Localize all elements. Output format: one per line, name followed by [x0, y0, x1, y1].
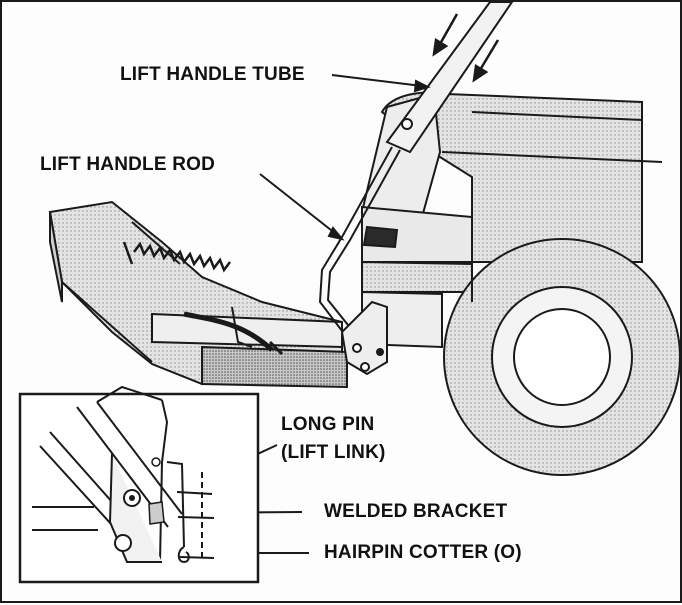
label-lift-handle-rod: LIFT HANDLE ROD	[40, 154, 216, 175]
label-welded-bracket: WELDED BRACKET	[324, 501, 508, 522]
spring	[122, 241, 231, 273]
label-long-pin: LONG PIN	[281, 414, 375, 435]
lift-handle-tube	[385, 2, 514, 154]
detail-inset	[18, 385, 260, 584]
label-lift-handle-tube: LIFT HANDLE TUBE	[120, 64, 305, 85]
label-lift-link: (LIFT LINK)	[281, 442, 386, 463]
rod-bracket	[340, 300, 388, 376]
cable	[183, 306, 284, 356]
label-hairpin-cotter: HAIRPIN COTTER (O)	[324, 542, 522, 563]
tractor-body	[360, 91, 663, 349]
mower-deck	[48, 200, 348, 389]
direction-arrows	[432, 13, 500, 83]
rear-wheel	[443, 238, 681, 476]
lift-handle-rod	[318, 146, 401, 345]
